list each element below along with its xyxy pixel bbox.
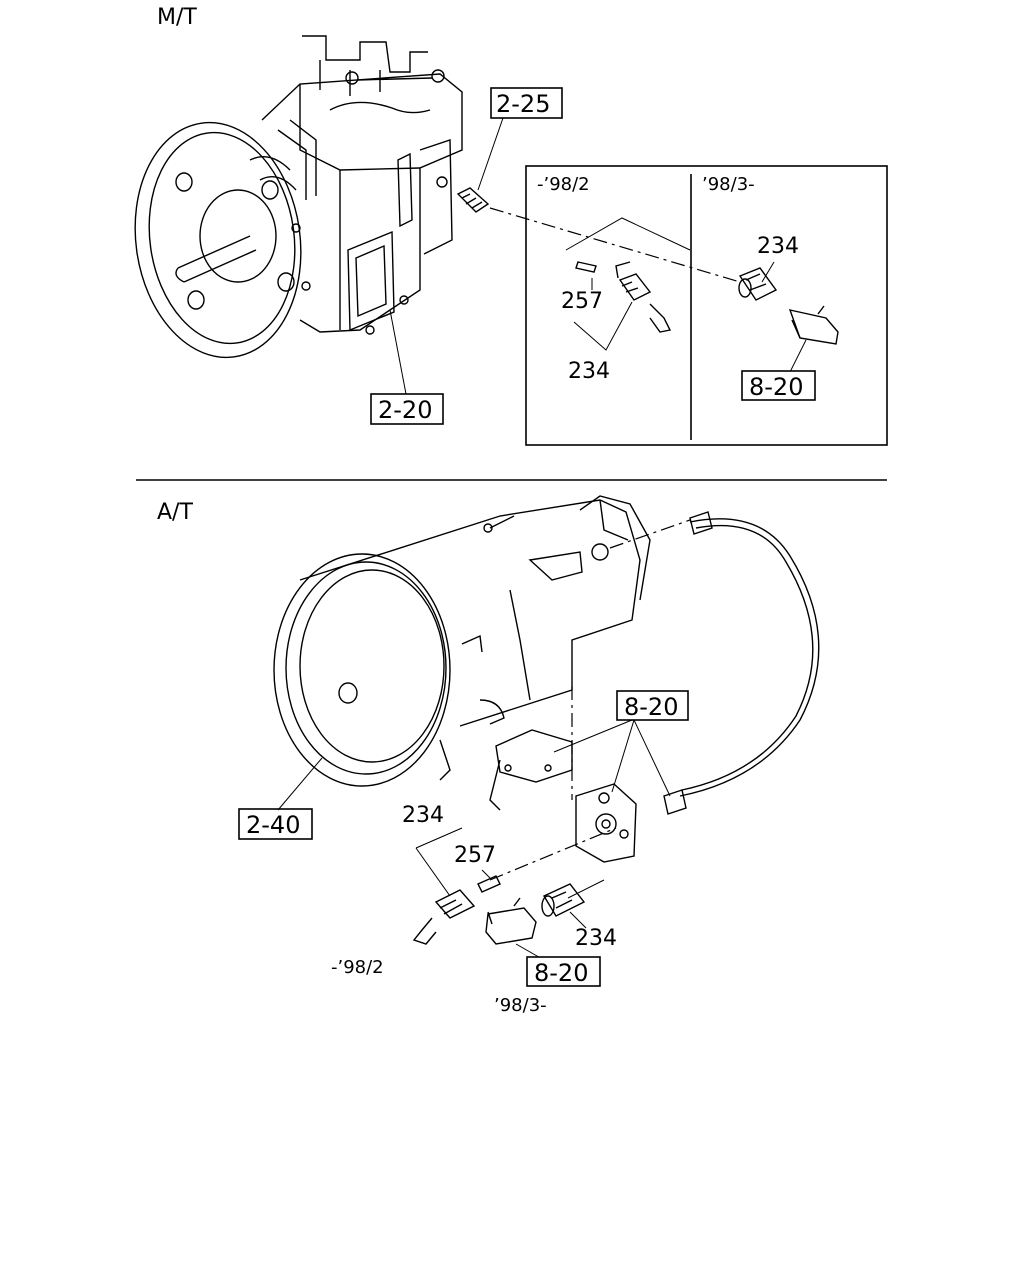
clip-icon xyxy=(788,305,839,345)
svg-text:2-40: 2-40 xyxy=(246,811,300,839)
manual-transmission-illustration xyxy=(134,35,463,359)
inset-period-late: ’98/3- xyxy=(702,174,755,195)
at-sensor-early-icon xyxy=(412,889,476,945)
ref-box-8-20-drive: 8-20 xyxy=(553,690,689,797)
label-257-at: 257 xyxy=(454,843,496,868)
ref-box-2-25: 2-25 xyxy=(477,87,563,191)
ref-box-2-40: 2-40 xyxy=(238,757,323,840)
mt-version-inset: -’98/2 ’98/3- 257 234 234 xyxy=(525,165,888,446)
sensor-early-icon xyxy=(615,261,672,333)
mt-leader-dashed xyxy=(489,207,741,283)
label-234-at-late: 234 xyxy=(575,926,617,951)
drive-gear-housing xyxy=(575,783,637,863)
at-leader-dashed-3 xyxy=(489,827,617,881)
bracket-234-at xyxy=(415,827,463,897)
leader-234-late xyxy=(569,911,587,929)
label-257-inset: 257 xyxy=(561,289,603,314)
at-section-title: A/T xyxy=(157,500,193,525)
at-clip-icon xyxy=(485,897,537,945)
label-234-inset-early: 234 xyxy=(568,359,610,384)
svg-text:2-20: 2-20 xyxy=(378,396,432,424)
at-period-late: ’98/3- xyxy=(494,995,547,1016)
svg-text:8-20: 8-20 xyxy=(534,959,588,987)
ref-8-20-inset: 8-20 xyxy=(749,373,803,401)
mt-speed-sensor-port xyxy=(456,187,490,213)
leader-234-late-top xyxy=(567,879,605,899)
inset-period-early: -’98/2 xyxy=(537,174,590,195)
pin-257-icon xyxy=(575,261,597,273)
svg-text:2-25: 2-25 xyxy=(496,90,550,118)
automatic-transmission-illustration xyxy=(273,495,651,811)
label-234-inset-late: 234 xyxy=(757,234,799,259)
ref-box-2-20: 2-20 xyxy=(370,309,444,425)
label-234-at-early: 234 xyxy=(402,803,444,828)
at-sensor-late-icon xyxy=(541,883,586,917)
sensor-late-icon xyxy=(738,267,778,301)
svg-text:8-20: 8-20 xyxy=(624,693,678,721)
mt-section-title: M/T xyxy=(157,5,197,30)
ref-box-8-20-clip: 8-20 xyxy=(526,956,601,987)
at-period-early: -’98/2 xyxy=(331,957,384,978)
speedometer-cable xyxy=(663,511,820,815)
at-pin-257-icon xyxy=(477,875,501,893)
